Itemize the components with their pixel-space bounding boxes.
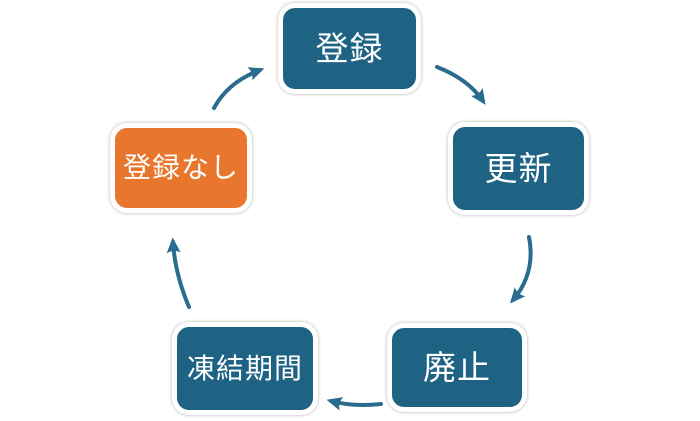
arrow-haishi-to-touketsukikan: [326, 397, 383, 411]
arrow-tourokunashi-to-touroku: [212, 67, 265, 110]
arrow-koushin-to-haishi: [509, 235, 533, 304]
node-touroku-nashi: 登録なし: [110, 123, 252, 213]
node-koushin: 更新: [448, 122, 589, 215]
arrow-touketsukikan-to-tourokunashi: [166, 237, 191, 309]
node-haishi: 廃止: [387, 323, 527, 412]
node-touroku: 登録: [278, 3, 421, 94]
arrow-touroku-to-koushin: [435, 65, 486, 105]
node-touketsu-kikan: 凍結期間: [172, 322, 318, 415]
